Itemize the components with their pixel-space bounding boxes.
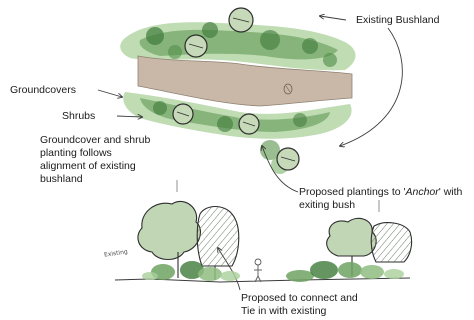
alignment-note-line: Groundcover and shrub (40, 134, 150, 147)
alignment-note-line: planting follows (40, 147, 150, 160)
plan-view (120, 8, 355, 174)
alignment-note-line: bushland (40, 173, 150, 186)
connect-note-line: Tie in with existing (241, 305, 358, 318)
connect-note-line: Proposed to connect and (241, 292, 358, 305)
arrow-groundcovers (98, 90, 122, 97)
anchor-note-after: ' with (439, 186, 463, 198)
label-connect-note: Proposed to connect and Tie in with exis… (241, 292, 358, 318)
alignment-note-line: alignment of existing (40, 160, 150, 173)
tree-symbol (173, 104, 193, 124)
label-existing-bushland: Existing Bushland (356, 14, 439, 27)
section-view (115, 201, 412, 282)
anchor-note-before: Proposed plantings to ' (299, 186, 406, 198)
label-alignment-note: Groundcover and shrub planting follows a… (40, 134, 150, 186)
label-anchor-note: Proposed plantings to 'Anchor' with exit… (299, 186, 462, 212)
tree-symbol (185, 35, 207, 57)
label-groundcovers: Groundcovers (10, 84, 76, 97)
anchor-note-line1: Proposed plantings to 'Anchor' with (299, 186, 462, 199)
anchor-note-emphasis: Anchor (406, 186, 439, 198)
tree-symbol (277, 148, 299, 170)
tree-symbol (229, 8, 253, 32)
anchor-note-line2: exiting bush (299, 199, 462, 212)
tree-symbol (239, 114, 259, 134)
label-shrubs: Shrubs (62, 110, 95, 123)
arrow-bushland-top (320, 16, 346, 20)
person-figure (254, 259, 262, 282)
